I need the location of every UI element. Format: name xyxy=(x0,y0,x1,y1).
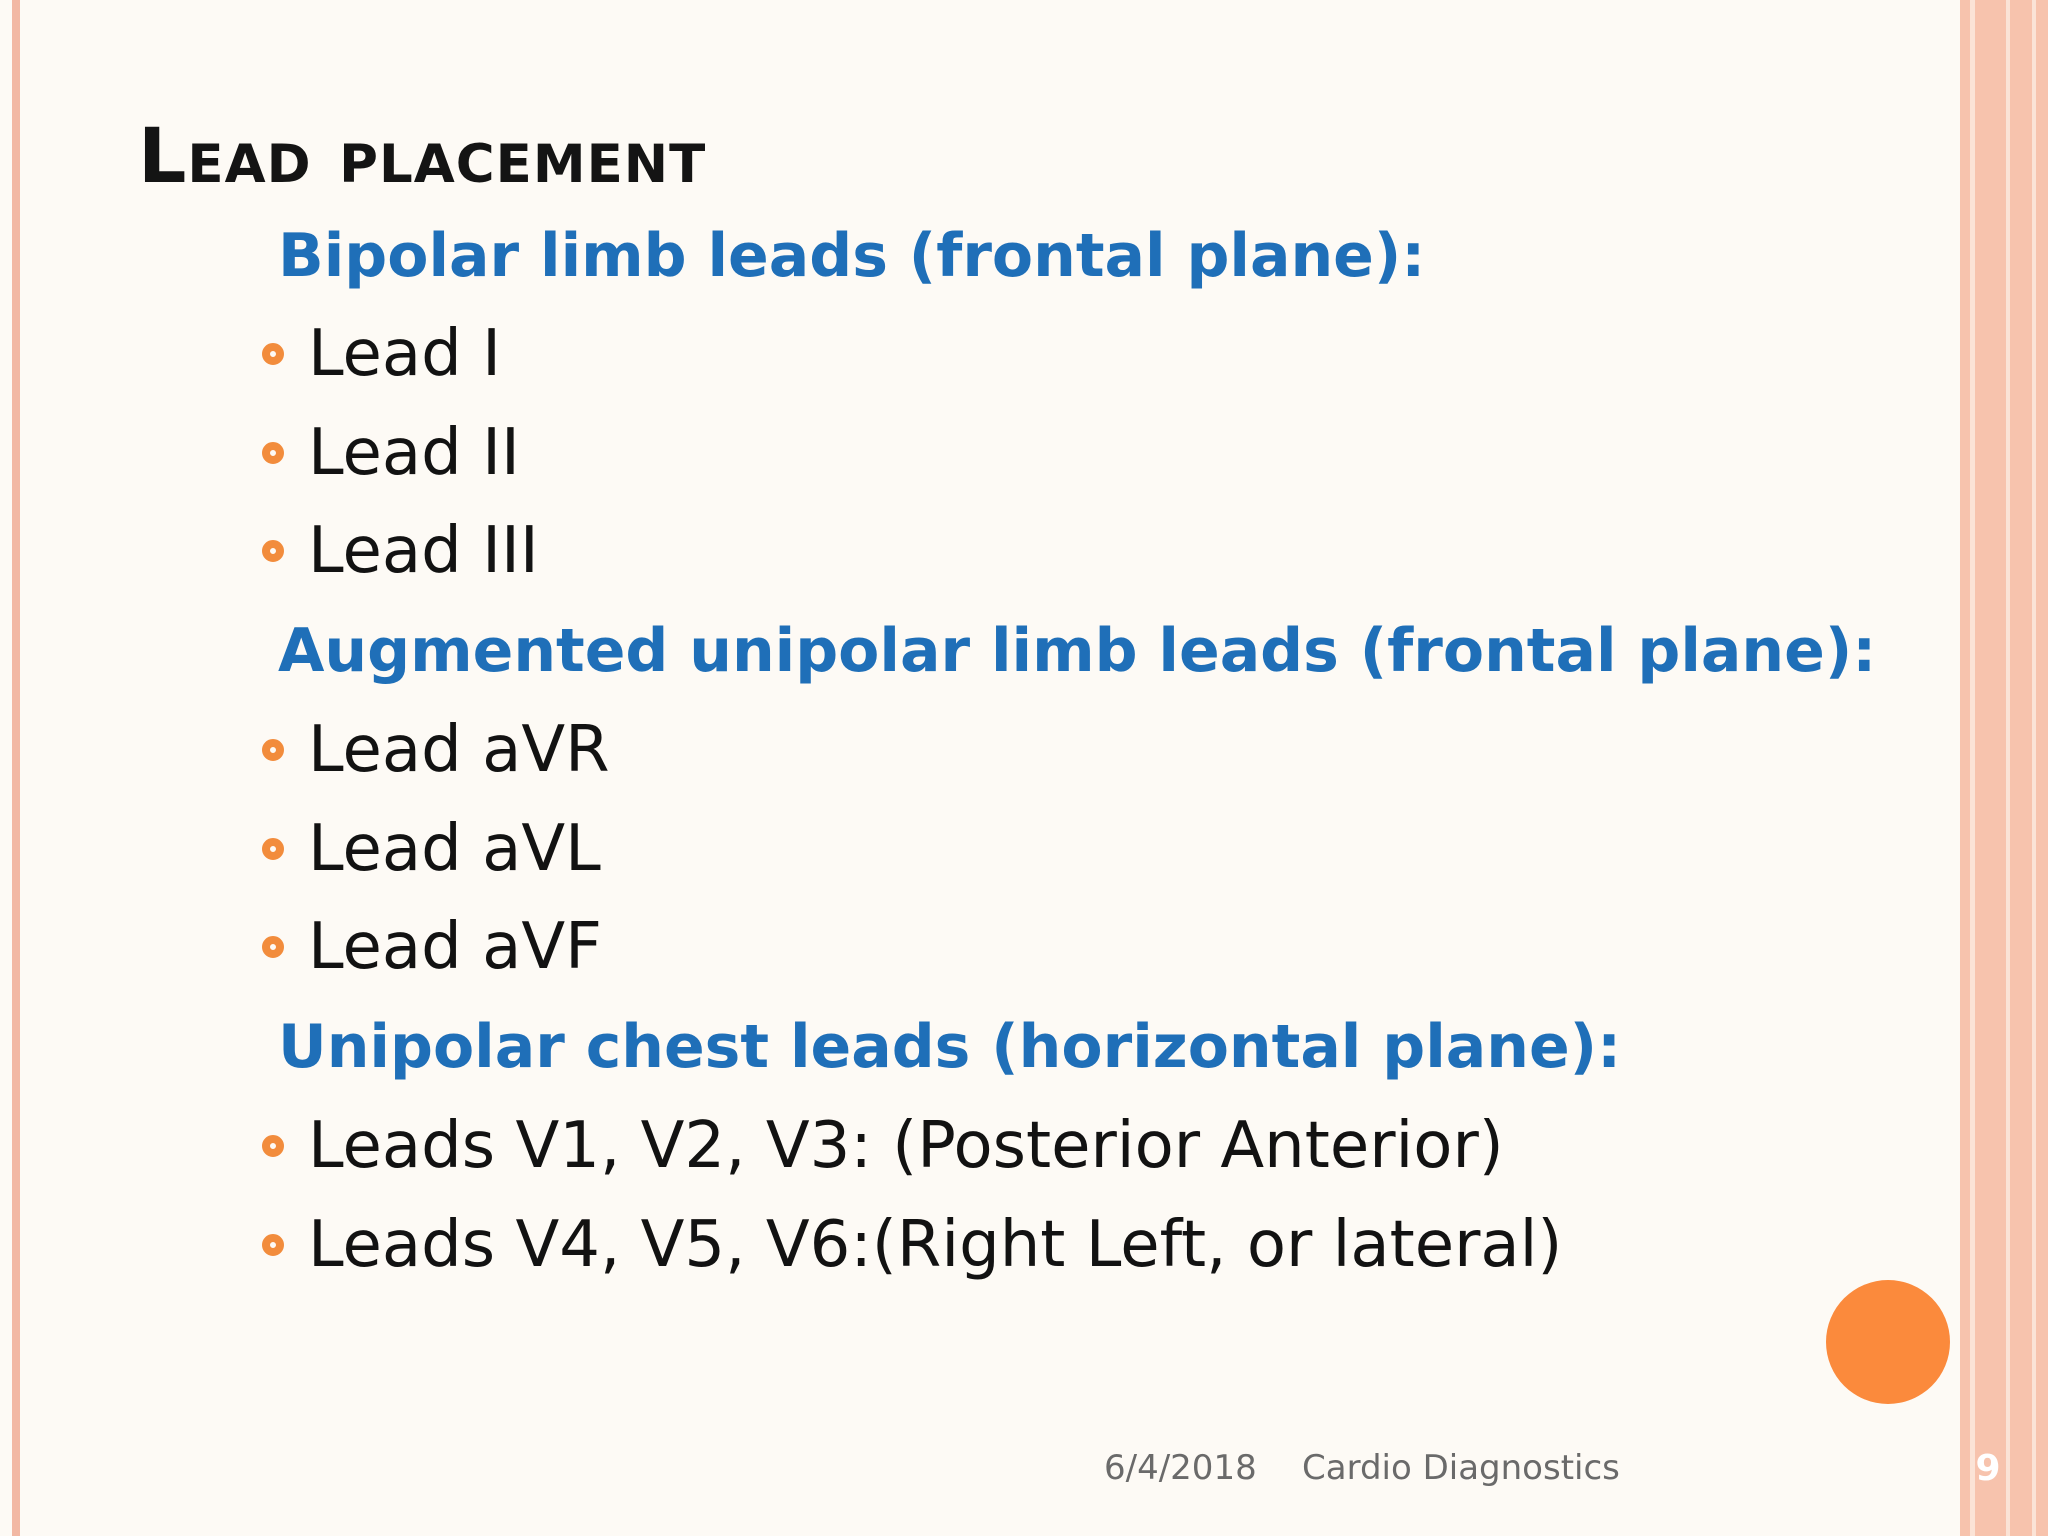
slide-number: 9 xyxy=(1975,1448,2001,1489)
list-item-text: Lead aVF xyxy=(308,910,602,984)
slide-title: Lead placement xyxy=(138,111,707,200)
band-stripe xyxy=(2032,0,2036,1536)
circle-bullet-icon xyxy=(262,739,284,761)
list-item: Lead III xyxy=(262,519,539,583)
list-item: Lead aVF xyxy=(262,915,602,979)
circle-bullet-icon xyxy=(262,1135,284,1157)
circle-bullet-icon xyxy=(262,936,284,958)
list-item: Lead I xyxy=(262,322,501,386)
list-item: Lead II xyxy=(262,421,520,485)
circle-bullet-icon xyxy=(262,442,284,464)
circle-bullet-icon xyxy=(262,540,284,562)
section-heading-augmented: Augmented unipolar limb leads (frontal p… xyxy=(278,616,1877,686)
list-item-text: Lead I xyxy=(308,317,501,391)
list-item-text: Lead aVL xyxy=(308,812,601,886)
list-item-text: Lead II xyxy=(308,416,520,490)
list-item-text: Lead III xyxy=(308,514,539,588)
footer-title: Cardio Diagnostics xyxy=(1302,1448,1620,1488)
list-item: Lead aVL xyxy=(262,817,601,881)
band-stripe xyxy=(1970,0,1975,1536)
left-border-line xyxy=(12,0,20,1536)
right-decorative-band xyxy=(1960,0,2048,1536)
list-item: Leads V4, V5, V6:(Right Left, or lateral… xyxy=(262,1213,1562,1277)
section-heading-chest: Unipolar chest leads (horizontal plane): xyxy=(278,1012,1622,1082)
list-item-text: Lead aVR xyxy=(308,713,610,787)
decorative-orange-circle xyxy=(1826,1280,1950,1404)
list-item-text: Leads V1, V2, V3: (Posterior Anterior) xyxy=(308,1109,1504,1183)
band-stripe xyxy=(2006,0,2010,1536)
circle-bullet-icon xyxy=(262,838,284,860)
circle-bullet-icon xyxy=(262,1234,284,1256)
section-heading-bipolar: Bipolar limb leads (frontal plane): xyxy=(278,221,1426,291)
list-item: Lead aVR xyxy=(262,718,610,782)
circle-bullet-icon xyxy=(262,343,284,365)
footer-date: 6/4/2018 xyxy=(1104,1448,1257,1488)
list-item-text: Leads V4, V5, V6:(Right Left, or lateral… xyxy=(308,1208,1563,1282)
list-item: Leads V1, V2, V3: (Posterior Anterior) xyxy=(262,1114,1504,1178)
